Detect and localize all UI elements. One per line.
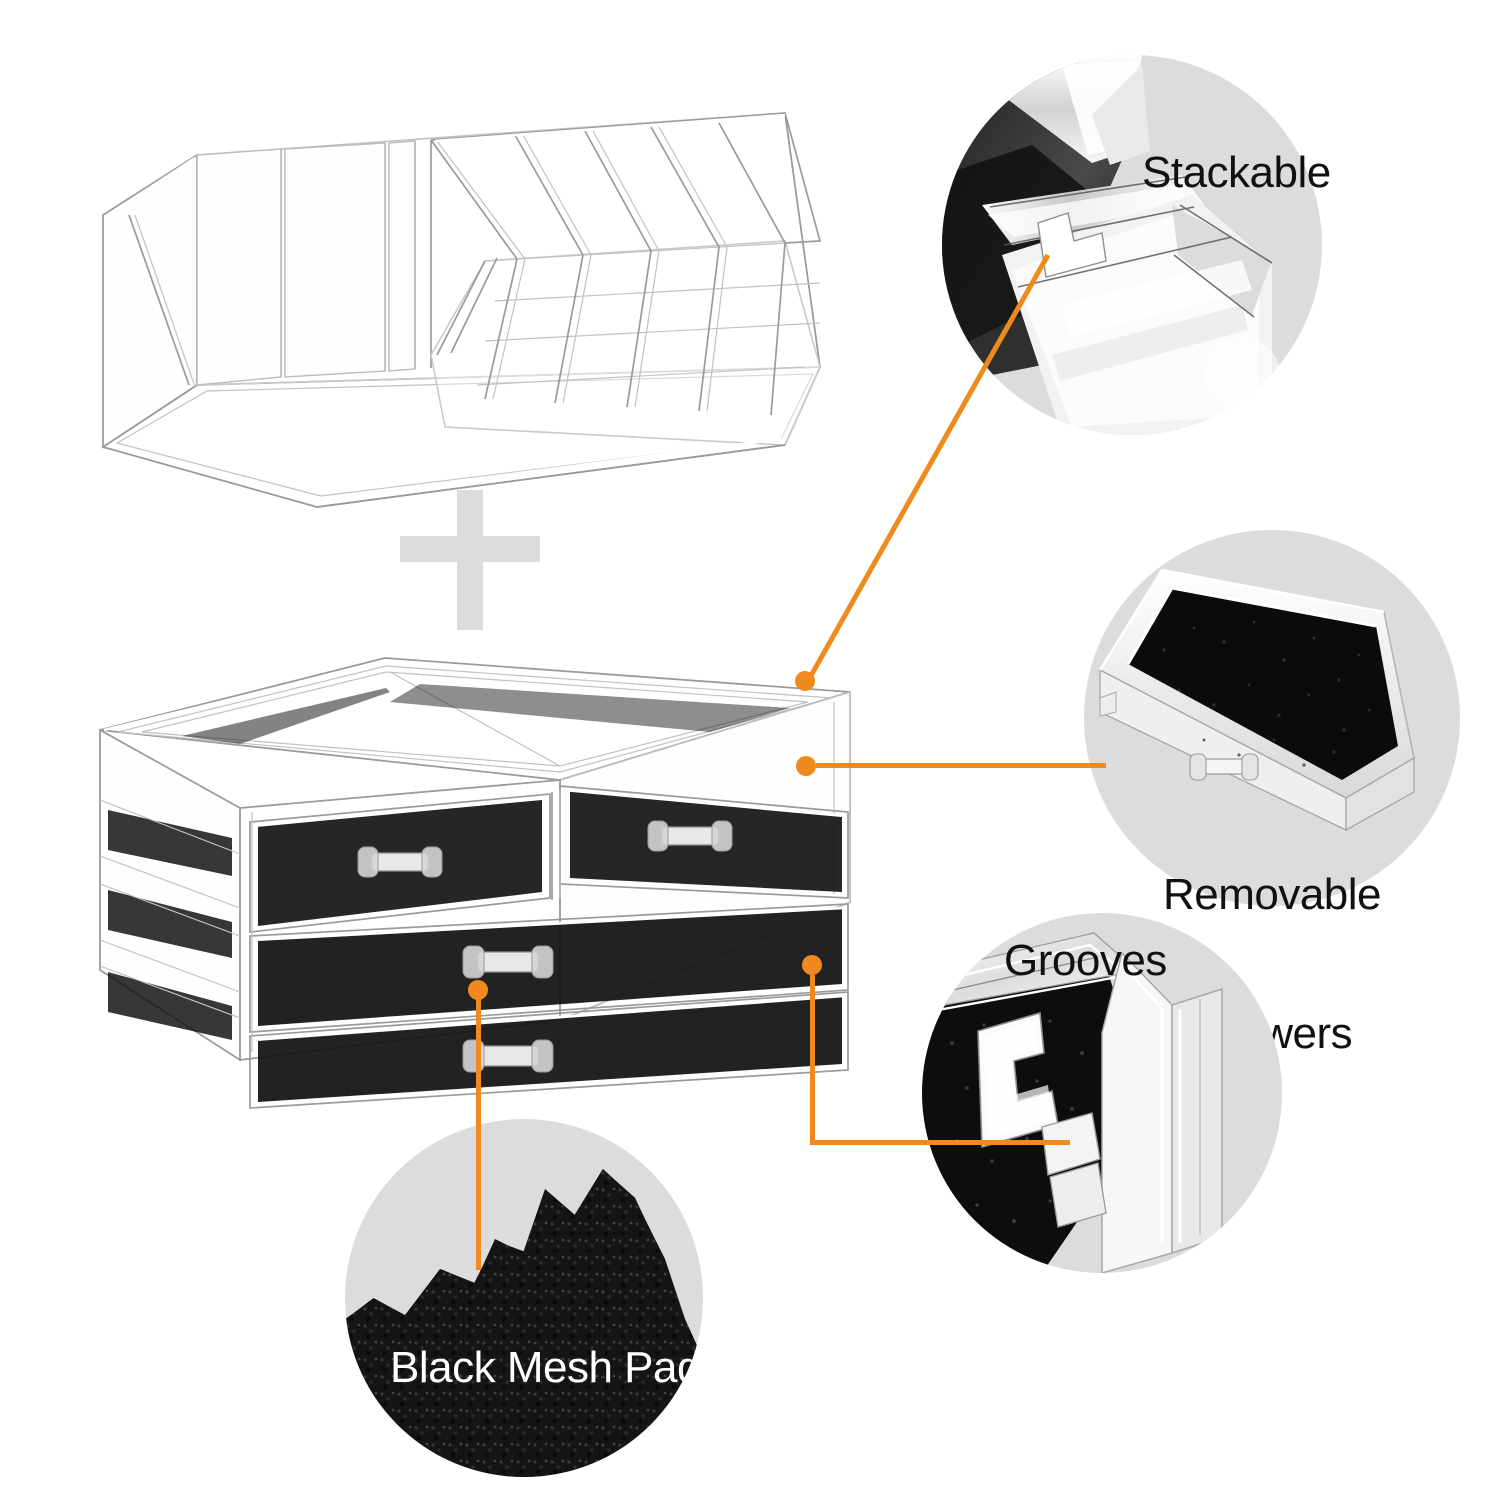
connector-dot-grooves	[802, 955, 822, 975]
callout-label-stackable: Stackable	[1142, 148, 1331, 197]
connector-line-grooves-horizontal	[810, 1140, 1070, 1145]
callout-circle-black-mesh-pad	[345, 1119, 703, 1477]
callout-label-line-1: Removable	[1162, 870, 1382, 920]
callout-label-grooves: Grooves	[1004, 936, 1167, 985]
product-image-acrylic-drawers	[90, 640, 880, 1109]
callout-circle-removable-drawers	[1084, 530, 1460, 906]
callout-circle-grooves	[922, 913, 1282, 1273]
connector-line-grooves-vertical	[810, 975, 815, 1145]
callout-circle-stackable	[942, 55, 1322, 435]
connector-dot-black-mesh-pad	[468, 980, 488, 1000]
grooves-detail-photo	[922, 913, 1282, 1273]
connector-stackable	[805, 253, 1051, 683]
callout-label-black-mesh-pad: Black Mesh Pad	[390, 1343, 701, 1392]
black-mesh-pad-detail-photo	[345, 1119, 703, 1477]
removable-drawers-detail-photo	[1084, 530, 1460, 906]
plus-symbol	[400, 490, 540, 630]
product-image-acrylic-tray	[85, 55, 845, 515]
connector-line-removable-drawers	[816, 763, 1106, 768]
connector-dot-removable-drawers	[796, 756, 816, 776]
connector-dot-stackable	[795, 671, 815, 691]
connector-line-black-mesh-pad	[476, 998, 481, 1270]
plus-vertical-bar	[457, 490, 483, 630]
stackable-detail-photo	[942, 55, 1322, 435]
